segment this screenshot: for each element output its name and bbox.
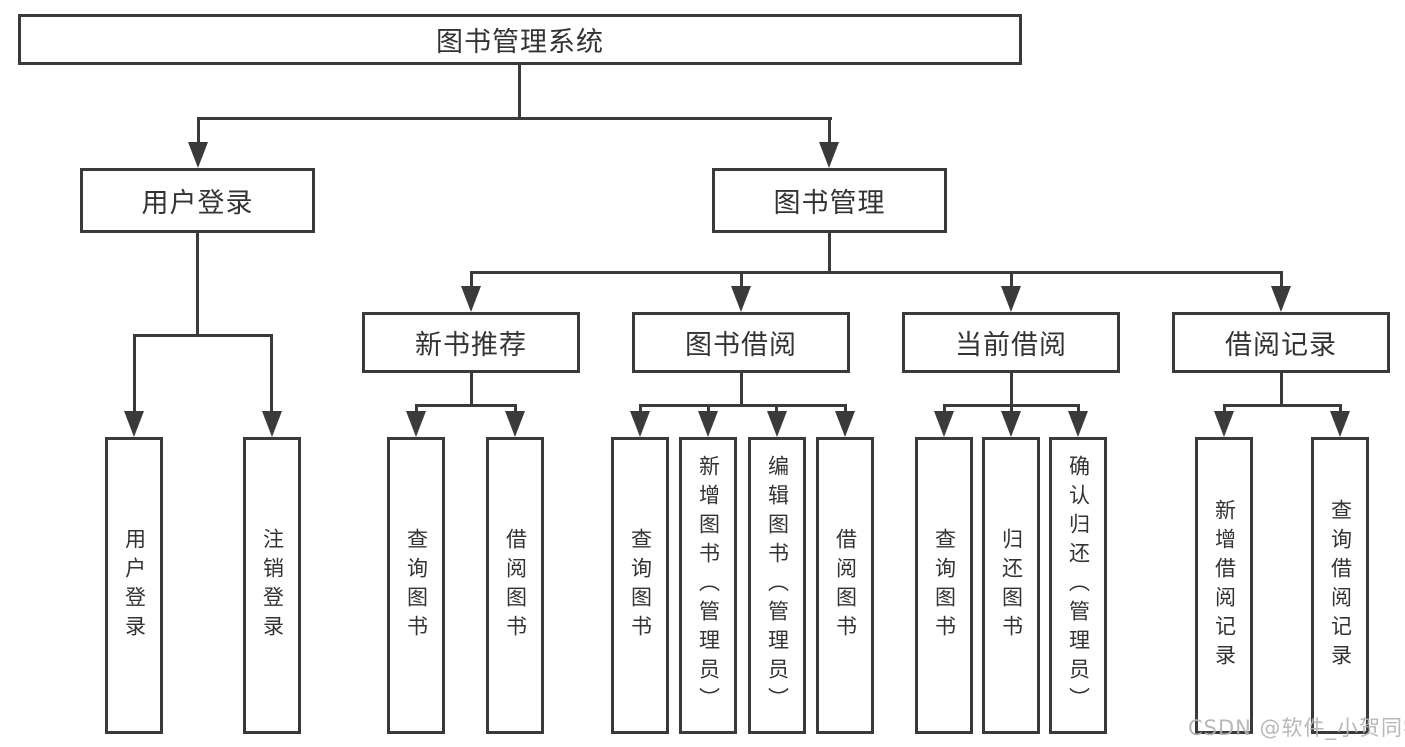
connector-g5-stem-1 (1223, 404, 1226, 416)
connector-g3-drop (740, 373, 743, 407)
connector-g4-stem-3 (1077, 404, 1080, 416)
node-label: 图书借阅 (685, 330, 797, 361)
connector-root-stem-right (828, 117, 831, 147)
leaf-label: 查询图书 (628, 527, 653, 644)
arrow-down-icon (1271, 286, 1291, 312)
connector-g2-drop (470, 373, 473, 407)
arrow-down-icon (461, 286, 481, 312)
arrow-down-icon (1001, 411, 1021, 437)
leaf-node-query-borrow-record: 查询借阅记录 (1311, 437, 1369, 734)
leaf-node-return-books: 归还图书 (982, 437, 1040, 734)
connector-root-stem-left (197, 117, 200, 147)
leaf-label: 查询图书 (932, 527, 957, 644)
leaf-label: 新增借阅记录 (1212, 498, 1237, 673)
connector-root-drop (518, 65, 521, 119)
leaf-node-query-books-1: 查询图书 (387, 437, 445, 734)
connector-mgmt-stem-2 (740, 271, 743, 289)
arrow-down-icon (1001, 286, 1021, 312)
connector-g3-stem-2 (707, 404, 710, 416)
connector-g4-stem-1 (943, 404, 946, 416)
connector-login-bar (133, 334, 273, 337)
csdn-watermark: CSDN @软件_小贺同学 (1188, 716, 1405, 740)
arrow-down-icon (262, 411, 282, 437)
node-borrow-records: 借阅记录 (1172, 312, 1390, 373)
arrow-down-icon (767, 411, 787, 437)
node-book-management-label: 图书管理 (773, 188, 886, 219)
leaf-label: 查询图书 (404, 527, 429, 644)
connector-g3-stem-4 (844, 404, 847, 416)
arrow-down-icon (124, 411, 144, 437)
leaf-label: 用户登录 (122, 527, 147, 644)
node-label: 当前借阅 (955, 330, 1067, 361)
leaf-label: 注销登录 (260, 527, 285, 644)
leaf-node-query-books-2: 查询图书 (611, 437, 669, 734)
connector-root-bar (197, 117, 832, 120)
connector-login-drop (196, 233, 199, 337)
leaf-label: 确认归还（管理员） (1066, 455, 1091, 716)
leaf-node-logout: 注销登录 (243, 437, 301, 734)
node-root-label: 图书管理系统 (436, 27, 604, 58)
arrow-down-icon (731, 286, 751, 312)
connector-mgmt-drop (828, 233, 831, 273)
arrow-down-icon (505, 411, 525, 437)
node-label: 借阅记录 (1225, 330, 1337, 361)
leaf-node-borrow-books-2: 借阅图书 (816, 437, 874, 734)
leaf-node-query-books-3: 查询图书 (915, 437, 973, 734)
leaf-label: 借阅图书 (503, 527, 528, 644)
connector-login-stem-1 (133, 334, 136, 414)
connector-g4-stem-2 (1010, 404, 1013, 416)
connector-g4-drop (1010, 373, 1013, 407)
arrow-down-icon (1214, 411, 1234, 437)
connector-g3-bar (639, 404, 847, 407)
connector-g3-stem-3 (775, 404, 778, 416)
connector-mgmt-stem-1 (470, 271, 473, 289)
connector-g5-stem-2 (1339, 404, 1342, 416)
node-book-management: 图书管理 (712, 168, 947, 233)
arrow-down-icon (698, 411, 718, 437)
node-root: 图书管理系统 (18, 14, 1022, 65)
leaf-label: 查询借阅记录 (1328, 498, 1353, 673)
connector-mgmt-stem-4 (1280, 271, 1283, 289)
connector-g5-bar (1223, 404, 1342, 407)
arrow-down-icon (835, 411, 855, 437)
leaf-node-borrow-books-1: 借阅图书 (486, 437, 544, 734)
node-current-borrow: 当前借阅 (902, 312, 1120, 373)
connector-g3-stem-1 (639, 404, 642, 416)
connector-mgmt-bar (470, 271, 1282, 274)
leaf-label: 归还图书 (999, 527, 1024, 644)
connector-login-stem-2 (270, 334, 273, 414)
leaf-node-add-books-admin: 新增图书（管理员） (679, 437, 737, 734)
leaf-label: 编辑图书（管理员） (765, 455, 790, 716)
arrow-down-icon (188, 142, 208, 168)
connector-g5-drop (1280, 373, 1283, 407)
leaf-node-edit-books-admin: 编辑图书（管理员） (748, 437, 806, 734)
connector-mgmt-stem-3 (1010, 271, 1013, 289)
leaf-label: 新增图书（管理员） (696, 455, 721, 716)
leaf-node-confirm-return-admin: 确认归还（管理员） (1049, 437, 1107, 734)
leaf-node-user-login: 用户登录 (105, 437, 163, 734)
connector-g2-bar (415, 404, 517, 407)
node-book-borrow: 图书借阅 (632, 312, 850, 373)
node-label: 新书推荐 (415, 330, 527, 361)
arrow-down-icon (934, 411, 954, 437)
arrow-down-icon (630, 411, 650, 437)
arrow-down-icon (406, 411, 426, 437)
leaf-node-add-borrow-record: 新增借阅记录 (1195, 437, 1253, 734)
arrow-down-icon (1068, 411, 1088, 437)
arrow-down-icon (1330, 411, 1350, 437)
node-new-book-recommend: 新书推荐 (362, 312, 580, 373)
connector-g2-stem-1 (415, 404, 418, 416)
node-user-login: 用户登录 (80, 168, 315, 233)
node-user-login-label: 用户登录 (141, 188, 254, 219)
connector-g2-stem-2 (514, 404, 517, 416)
leaf-label: 借阅图书 (833, 527, 858, 644)
arrow-down-icon (819, 142, 839, 168)
